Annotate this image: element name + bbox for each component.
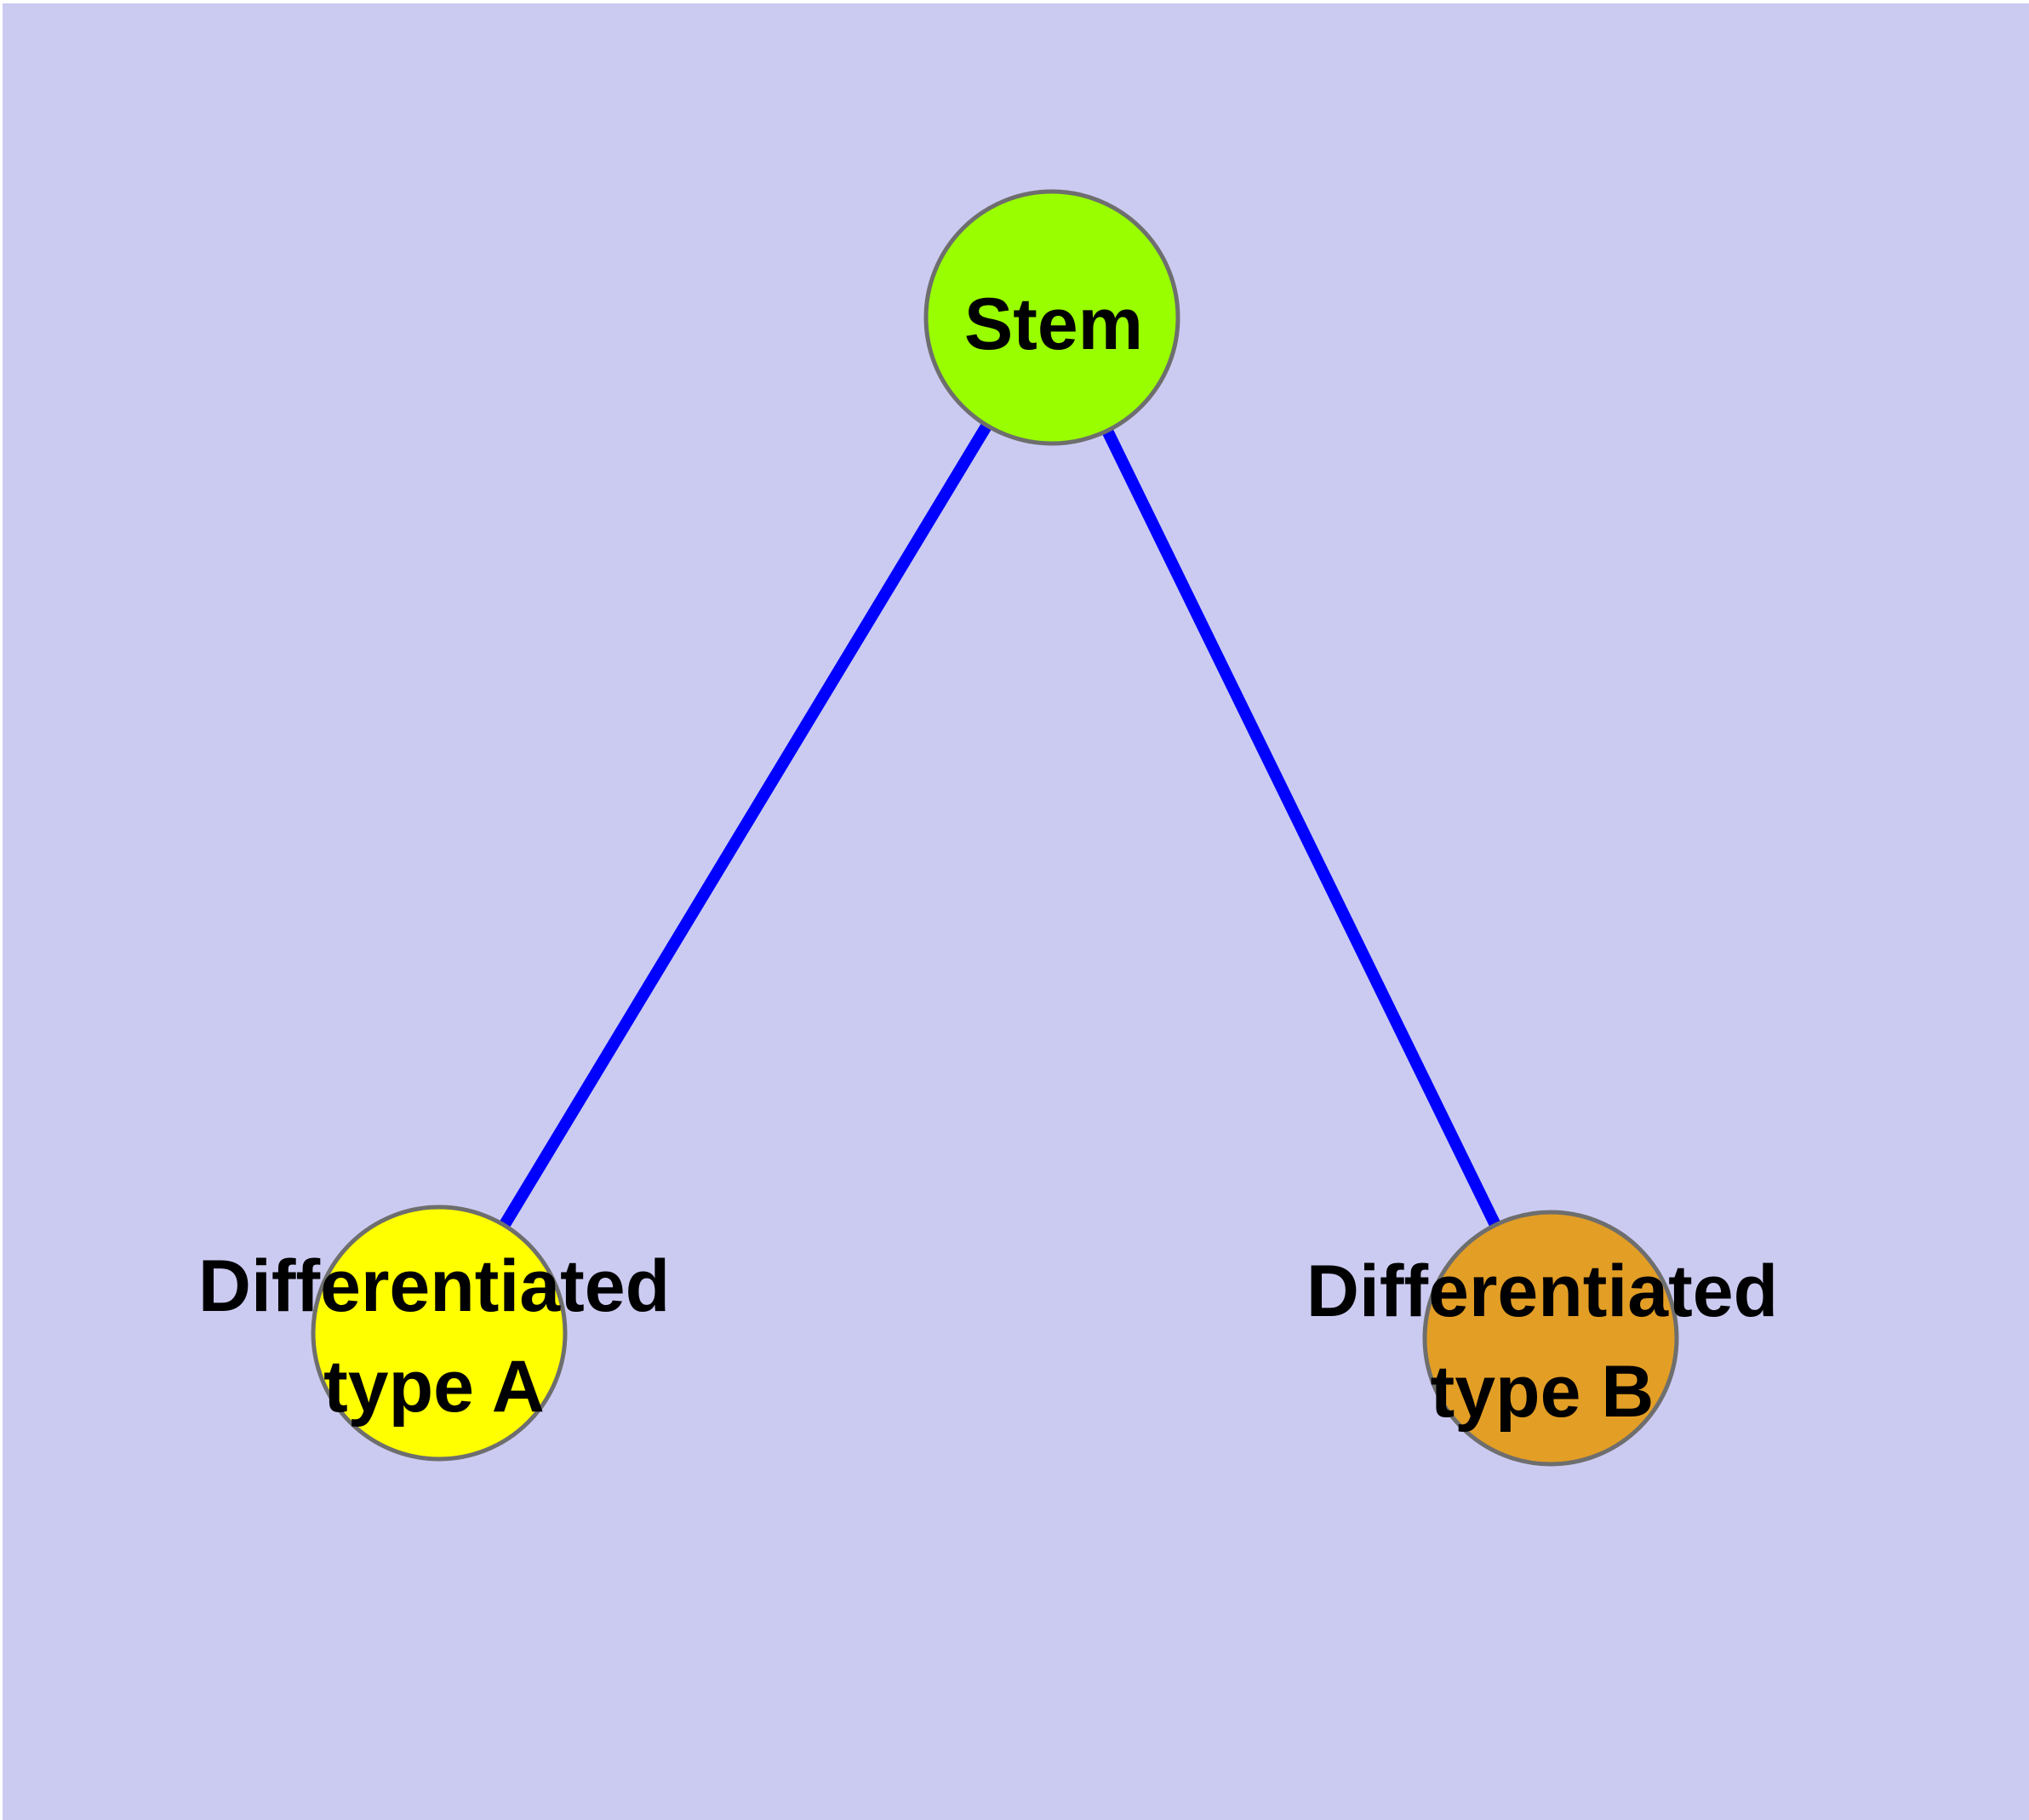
node-differentiated-type-b: [1422, 1210, 1679, 1467]
node-stem-label: Stem: [964, 283, 1143, 365]
node-differentiated-type-a: [311, 1205, 568, 1462]
node-stem: [923, 189, 1180, 446]
edge-stem-to-type-a: [434, 314, 1057, 1336]
edge-stem-to-type-b: [1046, 314, 1557, 1342]
node-type-a-label-line1: Differentiated: [198, 1245, 670, 1327]
node-type-b-label-line1: Differentiated: [1306, 1251, 1778, 1332]
node-type-b-label-line2: type B: [1431, 1351, 1655, 1433]
node-type-a-label-line2: type A: [323, 1346, 545, 1428]
